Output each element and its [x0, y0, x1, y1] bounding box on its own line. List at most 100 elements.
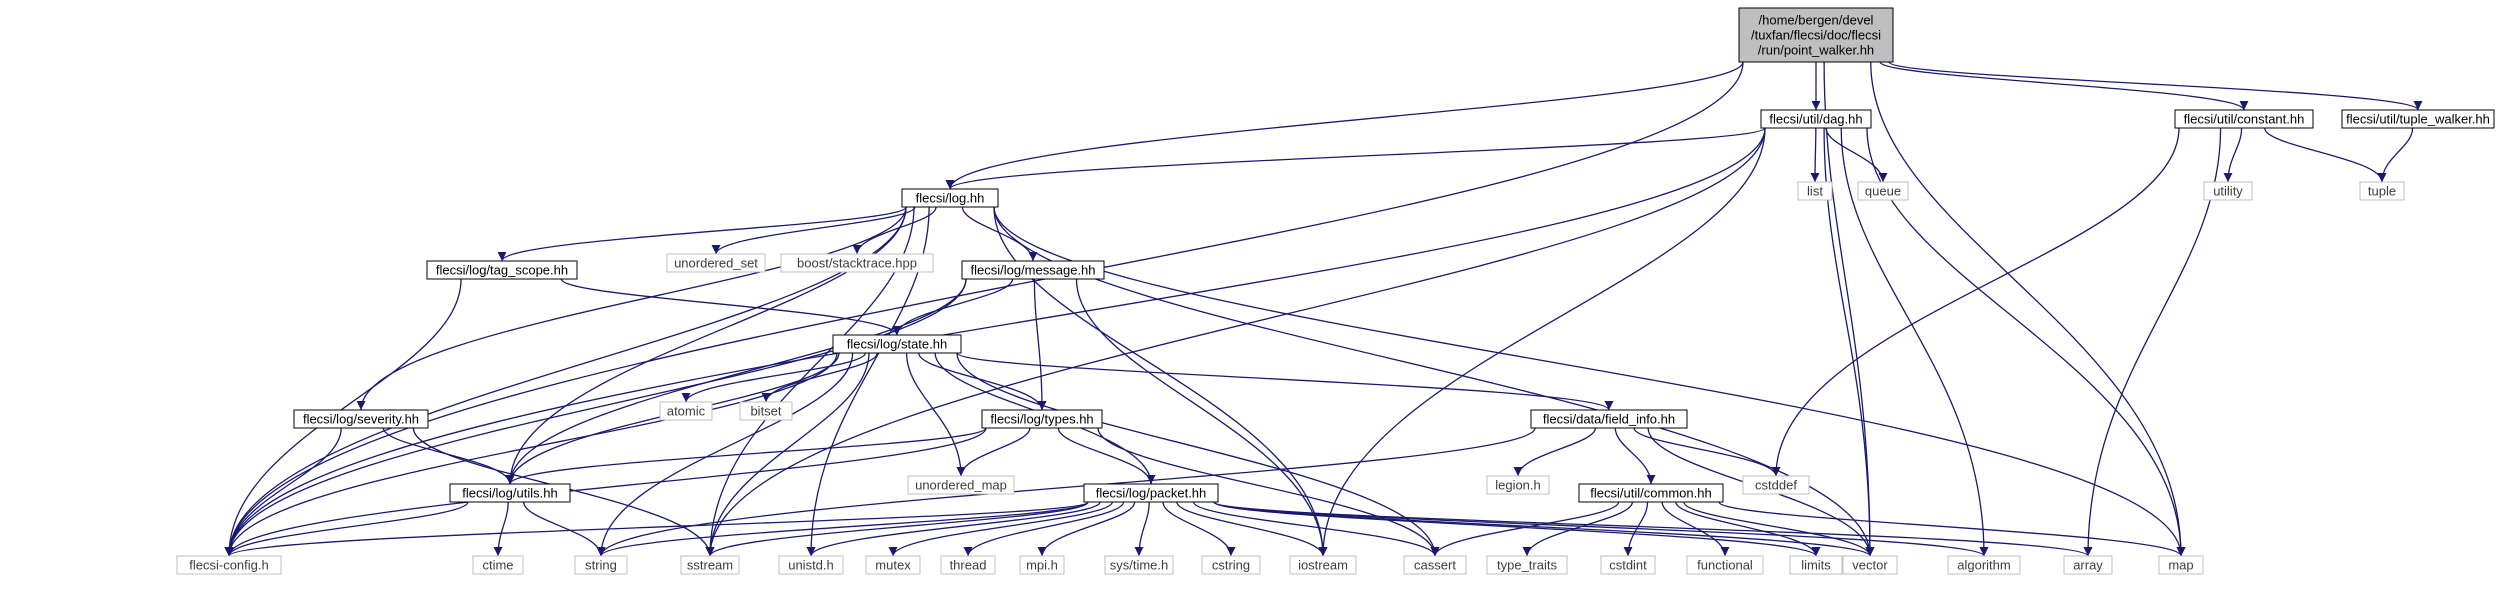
edge-packet-to-iostream	[1176, 501, 1328, 557]
edge-types-to-utils	[505, 427, 987, 485]
edge-log-to-utils	[505, 206, 907, 485]
node-box	[1742, 475, 1810, 495]
node-algorithm: algorithm	[1947, 555, 2021, 575]
node-box	[1403, 555, 1467, 575]
node-types[interactable]: flecsi/log/types.hh	[981, 409, 1103, 429]
node-utils[interactable]: flecsi/log/utils.hh	[449, 483, 571, 503]
node-tag-scope[interactable]: flecsi/log/tag_scope.hh	[426, 260, 578, 280]
edge-log-to-map	[993, 206, 2186, 557]
node-label: flecsi/data/field_info.hh	[1543, 412, 1675, 427]
node-box	[1842, 555, 1898, 575]
node-root[interactable]: /home/bergen/devel/tuxfan/flecsi/doc/fle…	[1738, 7, 1894, 63]
edge-packet-to-flecsi_config	[224, 501, 1089, 557]
edge-packet-to-cassert	[1192, 501, 1440, 557]
node-box	[680, 555, 740, 575]
edge-constant-to-cstddef	[1771, 127, 2180, 477]
edge-packet-to-string	[596, 501, 1089, 557]
node-label: /home/bergen/devel	[1759, 13, 1874, 28]
node-label: bitset	[750, 404, 781, 419]
node-state[interactable]: flecsi/log/state.hh	[832, 334, 962, 354]
edge-tuple_walker-to-tuple	[2377, 127, 2414, 183]
edge-state-to-atomic	[681, 352, 866, 403]
node-box	[2158, 555, 2204, 575]
node-box	[1530, 409, 1688, 429]
edge-utils-to-flecsi_config	[224, 501, 469, 557]
node-systime: sys/time.h	[1104, 555, 1174, 575]
node-tuple-walker[interactable]: flecsi/util/tuple_walker.hh	[2341, 109, 2495, 129]
node-common[interactable]: flecsi/util/common.hh	[1578, 483, 1724, 503]
node-box	[1104, 555, 1174, 575]
node-box	[472, 555, 524, 575]
node-box	[778, 555, 844, 575]
node-box	[1578, 483, 1724, 503]
edge-common-to-cassert	[1430, 501, 1620, 557]
edge-message-to-state	[892, 278, 1014, 336]
node-dag[interactable]: flecsi/util/dag.hh	[1760, 109, 1872, 129]
edge-packet-to-mpi	[1037, 501, 1136, 557]
node-label: algorithm	[1957, 558, 2010, 573]
edge-state-to-string	[596, 352, 854, 557]
node-label: flecsi/util/dag.hh	[1769, 112, 1862, 127]
node-field-info[interactable]: flecsi/data/field_info.hh	[1530, 409, 1688, 429]
node-constant[interactable]: flecsi/util/constant.hh	[2174, 109, 2314, 129]
edge-common-to-limits	[1675, 501, 1821, 557]
node-severity[interactable]: flecsi/log/severity.hh	[293, 409, 429, 429]
edge-packet-to-array	[1213, 501, 2093, 557]
node-cstdint: cstdint	[1600, 555, 1656, 575]
edge-message-to-types	[1033, 278, 1047, 411]
edge-packet-to-systime	[1134, 501, 1150, 557]
node-label: type_traits	[1497, 558, 1557, 573]
node-label: cassert	[1414, 558, 1456, 573]
node-box	[901, 188, 999, 208]
edge-field_info-to-string	[596, 427, 1536, 557]
node-label: unordered_map	[915, 478, 1007, 493]
edge-utils-to-string	[523, 501, 606, 557]
node-label: flecsi/log/severity.hh	[303, 412, 419, 427]
edge-log-to-tag_scope	[497, 206, 907, 262]
node-box	[2174, 109, 2314, 129]
edge-common-to-functional	[1661, 501, 1730, 557]
edge-types-to-flecsi_config	[224, 427, 987, 557]
node-label: ctime	[482, 558, 513, 573]
node-label: unordered_set	[674, 256, 758, 271]
edge-severity-to-flecsi_config	[224, 427, 342, 557]
node-cassert: cassert	[1403, 555, 1467, 575]
node-label: sstream	[687, 558, 733, 573]
edge-common-to-type_traits	[1522, 501, 1634, 557]
node-box	[574, 555, 628, 575]
node-box	[1789, 555, 1843, 575]
edge-message-to-iostream	[1075, 278, 1328, 557]
node-label: flecsi/log.hh	[916, 191, 985, 206]
node-label: mpi.h	[1026, 558, 1058, 573]
node-vector: vector	[1842, 555, 1898, 575]
node-log[interactable]: flecsi/log.hh	[901, 188, 999, 208]
node-box	[426, 260, 578, 280]
node-packet[interactable]: flecsi/log/packet.hh	[1083, 483, 1219, 503]
node-string: string	[574, 555, 628, 575]
edge-tag_scope-to-flecsi_config	[224, 278, 462, 557]
node-label: tuple	[2368, 184, 2396, 199]
edge-constant-to-utility	[2223, 127, 2243, 183]
edge-state-to-flecsi_config	[224, 352, 838, 557]
node-label: cstdint	[1609, 558, 1647, 573]
edge-packet-to-limits	[1213, 501, 1821, 557]
edge-dag-to-sstream	[705, 127, 1766, 557]
node-map: map	[2158, 555, 2204, 575]
node-box	[1797, 181, 1833, 201]
node-message[interactable]: flecsi/log/message.hh	[961, 260, 1105, 280]
node-mutex: mutex	[865, 555, 921, 575]
node-list: list	[1797, 181, 1833, 201]
edge-common-to-map	[1718, 501, 2186, 557]
edge-root-to-tuple_walker	[1888, 61, 2423, 111]
node-box	[1857, 181, 1909, 201]
node-box	[659, 401, 713, 421]
edge-state-to-unordered_map	[905, 352, 966, 477]
node-box	[1019, 555, 1065, 575]
edge-field_info-to-legion	[1513, 427, 1596, 477]
node-box	[1947, 555, 2021, 575]
node-limits: limits	[1789, 555, 1843, 575]
node-label: flecsi/log/utils.hh	[462, 486, 557, 501]
node-label: queue	[1865, 184, 1901, 199]
edge-log-to-unordered_set	[711, 206, 916, 255]
